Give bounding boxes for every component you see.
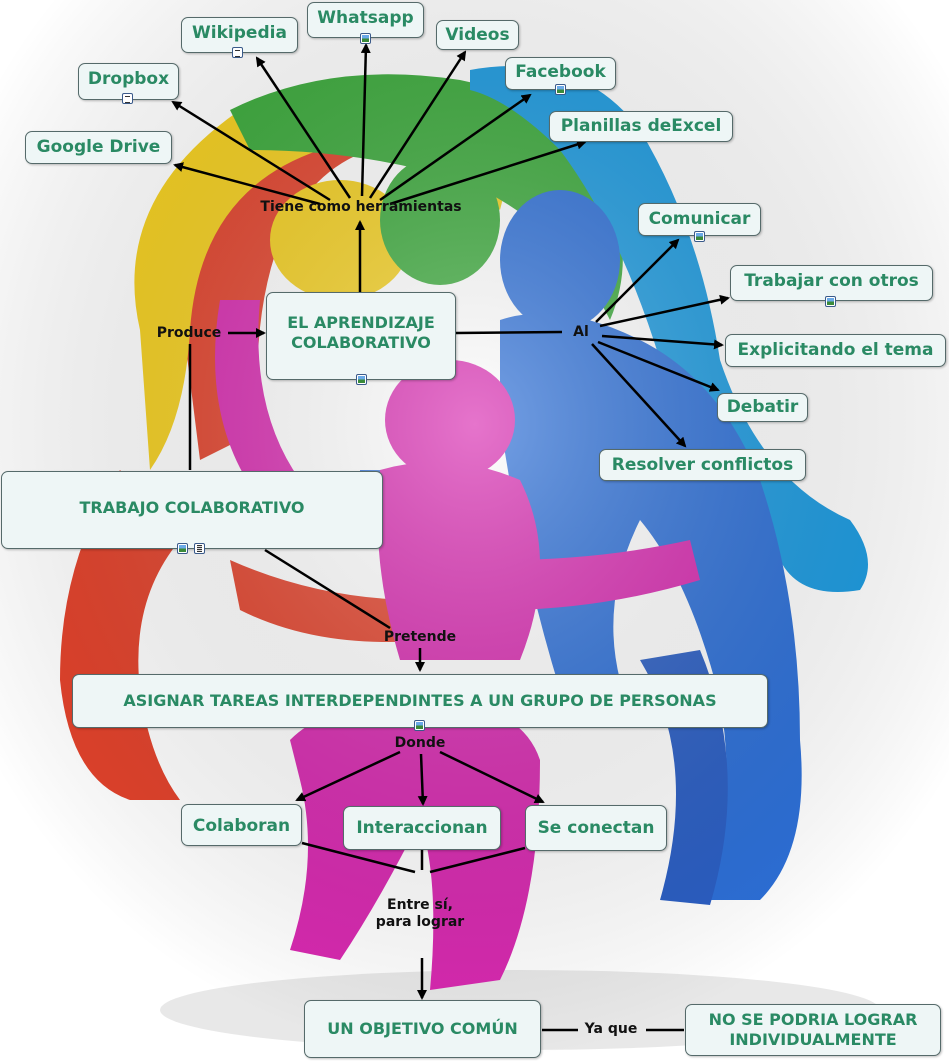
link-aprendizaje-al — [455, 330, 563, 335]
node-aprendizaje-colaborativo[interactable]: EL APRENDIZAJE COLABORATIVO — [266, 292, 456, 380]
document-icon[interactable] — [232, 47, 243, 58]
node-trabajar-con-otros-label: Trabajar con otros — [744, 271, 919, 291]
node-objetivo-comun-label: UN OBJETIVO COMÚN — [327, 1019, 518, 1038]
link-tiene-videos — [368, 50, 467, 199]
node-videos[interactable]: Videos — [436, 20, 519, 50]
link-trabajo-pretende — [264, 548, 391, 630]
link-tiene-wikipedia — [255, 56, 352, 199]
label-donde: Donde — [394, 735, 446, 751]
image-icon[interactable] — [694, 231, 705, 242]
node-se-conectan-label: Se conectan — [537, 817, 655, 838]
link-tiene-planillas — [389, 139, 587, 206]
label-entre-si-para-lograr: Entre sí, para lograr — [375, 897, 465, 930]
label-al: Al — [573, 324, 589, 340]
label-produce: Produce — [156, 325, 222, 341]
node-google-drive-label: Google Drive — [36, 137, 161, 157]
node-explicitando-el-tema-label: Explicitando el tema — [737, 340, 934, 360]
image-icon[interactable] — [825, 296, 836, 307]
link-al-trabajar — [599, 294, 730, 328]
node-debatir-label: Debatir — [726, 397, 799, 417]
node-interaccionan-label: Interaccionan — [356, 817, 488, 838]
node-resolver-conflictos-label: Resolver conflictos — [611, 454, 794, 475]
node-colaboran[interactable]: Colaboran — [181, 804, 302, 846]
image-icon[interactable] — [356, 374, 367, 385]
node-trabajar-con-otros[interactable]: Trabajar con otros — [730, 265, 933, 301]
node-whatsapp[interactable]: Whatsapp — [307, 2, 424, 38]
node-colaboran-label: Colaboran — [192, 816, 291, 836]
link-tiene-dropbox — [171, 100, 331, 202]
video-icon[interactable] — [194, 543, 205, 554]
node-comunicar-label: Comunicar — [648, 209, 751, 229]
image-icon[interactable] — [555, 84, 566, 95]
link-al-resolver — [591, 343, 687, 448]
node-explicitando-el-tema[interactable]: Explicitando el tema — [725, 334, 946, 367]
node-trabajo-colaborativo[interactable]: TRABAJO COLABORATIVO — [1, 471, 383, 549]
node-google-drive[interactable]: Google Drive — [25, 131, 172, 164]
node-asignar-tareas[interactable]: ASIGNAR TAREAS INTERDEPENDINTES A UN GRU… — [72, 674, 768, 728]
node-whatsapp-label: Whatsapp — [317, 8, 414, 28]
link-al-debatir — [597, 340, 720, 392]
node-no-se-podria-lograr-label: NO SE PODRIA LOGRAR INDIVIDUALMENTE — [708, 1010, 918, 1049]
node-objetivo-comun[interactable]: UN OBJETIVO COMÚN — [304, 1000, 541, 1058]
label-tiene-como-herramientas: Tiene como herramientas — [260, 199, 462, 215]
link-tiene-facebook — [379, 93, 532, 202]
node-facebook-label: Facebook — [515, 62, 606, 82]
node-comunicar[interactable]: Comunicar — [638, 203, 761, 236]
node-resolver-conflictos[interactable]: Resolver conflictos — [599, 449, 806, 481]
link-conectan-entre — [429, 846, 526, 874]
node-planillas-excel[interactable]: Planillas deExcel — [549, 111, 733, 142]
node-videos-label: Videos — [445, 24, 510, 45]
node-interaccionan[interactable]: Interaccionan — [343, 806, 501, 850]
link-donde-colaboran — [295, 750, 401, 802]
image-icon[interactable] — [360, 33, 371, 44]
link-tiene-google-drive — [173, 162, 321, 206]
node-debatir[interactable]: Debatir — [717, 393, 808, 422]
link-al-explicitando — [601, 334, 724, 350]
document-icon[interactable] — [122, 93, 133, 104]
label-ya-que: Ya que — [584, 1021, 638, 1037]
link-tiene-whatsapp — [360, 43, 371, 197]
node-aprendizaje-colaborativo-label: EL APRENDIZAJE COLABORATIVO — [287, 313, 435, 352]
link-al-comunicar — [595, 238, 680, 323]
node-asignar-tareas-label: ASIGNAR TAREAS INTERDEPENDINTES A UN GRU… — [123, 691, 717, 710]
link-colaboran-entre — [301, 841, 416, 874]
link-donde-conectan — [439, 750, 545, 804]
label-pretende: Pretende — [383, 629, 457, 645]
node-no-se-podria-lograr[interactable]: NO SE PODRIA LOGRAR INDIVIDUALMENTE — [685, 1004, 941, 1056]
node-planillas-excel-label: Planillas deExcel — [560, 116, 722, 136]
node-se-conectan[interactable]: Se conectan — [525, 805, 667, 851]
node-wikipedia-label: Wikipedia — [192, 23, 287, 43]
node-trabajo-colaborativo-label: TRABAJO COLABORATIVO — [79, 498, 305, 517]
image-icon[interactable] — [414, 720, 425, 731]
image-icon[interactable] — [177, 543, 188, 554]
node-dropbox-label: Dropbox — [87, 69, 170, 89]
link-donde-interaccionan — [417, 753, 428, 806]
